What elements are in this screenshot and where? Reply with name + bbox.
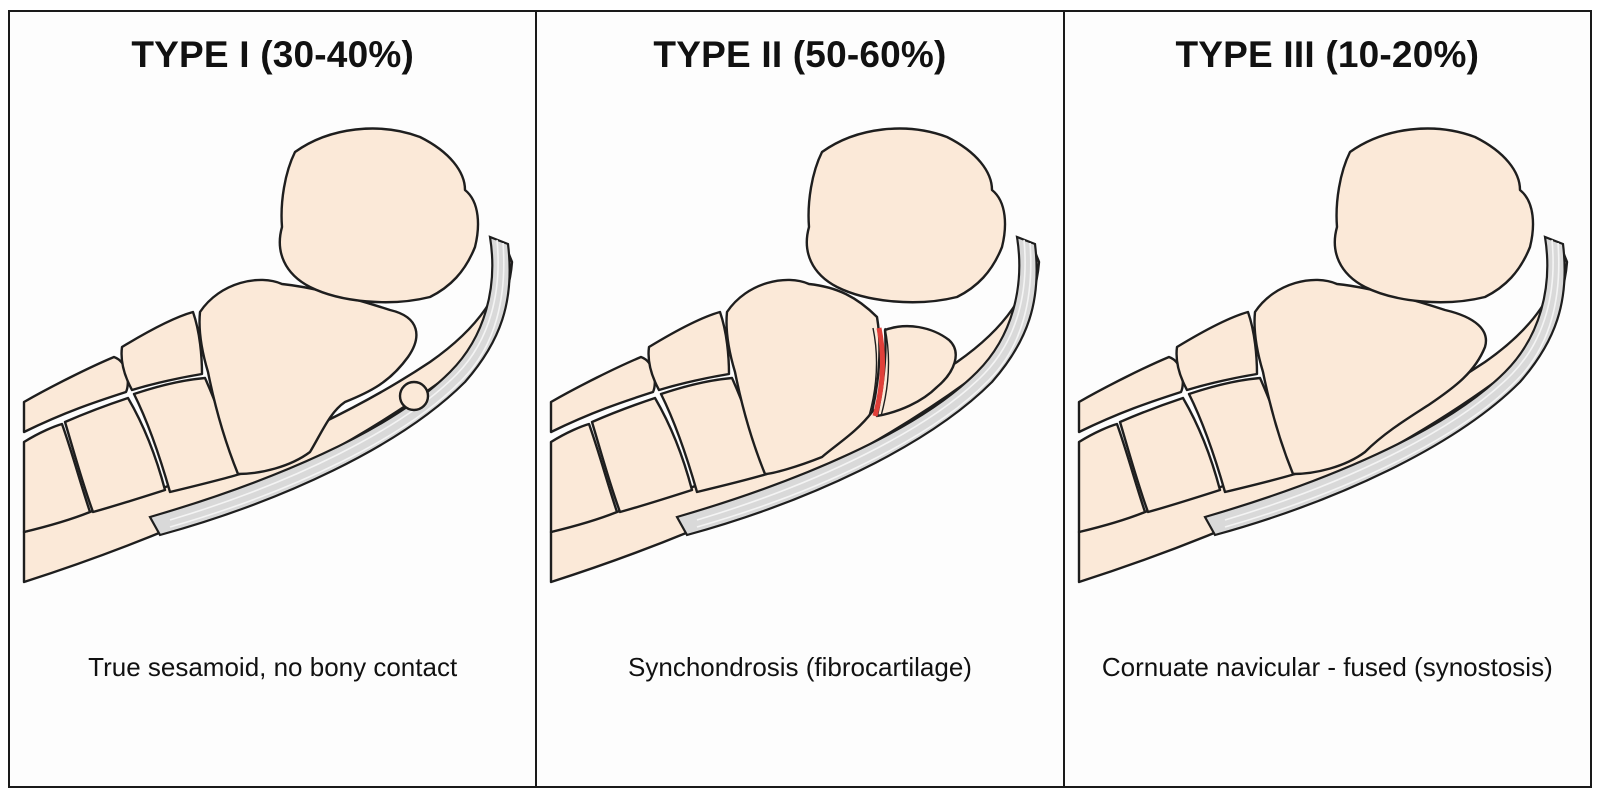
talus-bone xyxy=(805,127,1007,304)
figure-frame: TYPE I (30-40%) True sesamoid, no bony c… xyxy=(8,10,1592,788)
panel-type-3: TYPE III (10-20%) Cornuate navicular - f… xyxy=(1065,12,1590,786)
panel-title: TYPE I (30-40%) xyxy=(131,34,414,75)
cuneiform-bone-1 xyxy=(22,422,92,534)
cornuate-navicular-bone xyxy=(1252,278,1487,476)
tibialis-posterior-tendon xyxy=(675,235,1039,537)
panel-title: TYPE III (10-20%) xyxy=(1175,34,1480,75)
foot-diagram-type-3 xyxy=(1077,127,1568,584)
panel-caption: Cornuate navicular - fused (synostosis) xyxy=(1101,652,1553,682)
talus-bone xyxy=(1333,127,1534,304)
tibialis-posterior-tendon xyxy=(1203,235,1566,537)
tibialis-posterior-tendon xyxy=(148,235,511,537)
talus-bone xyxy=(278,127,480,304)
cuneiform-bone-2 xyxy=(591,396,694,514)
navicular-bone xyxy=(198,278,418,476)
cuneiform-bone-3 xyxy=(120,310,204,392)
foot-diagram-type-2 xyxy=(550,127,1041,584)
cuneiform-bone-2 xyxy=(63,396,167,514)
panel-type-2: TYPE II (50-60%) Synchondrosis (fibrocar… xyxy=(537,12,1065,786)
cuneiform-bone-3 xyxy=(1175,310,1258,392)
panel-caption: Synchondrosis (fibrocartilage) xyxy=(628,652,972,682)
cuneiform-bone-3 xyxy=(647,310,731,392)
panel-type-1: TYPE I (30-40%) True sesamoid, no bony c… xyxy=(10,12,538,786)
foot-diagram-type-1 xyxy=(22,127,514,584)
synchondrosis-line xyxy=(872,327,886,417)
cuneiform-bone-1 xyxy=(1077,422,1146,534)
cuneiform-bone-2 xyxy=(1118,396,1221,514)
panel-title: TYPE II (50-60%) xyxy=(653,34,947,75)
navicular-bone xyxy=(725,278,881,476)
cuneiform-bone-1 xyxy=(550,422,619,534)
panel-caption: True sesamoid, no bony contact xyxy=(88,652,458,682)
accessory-navicular-ossicle xyxy=(398,380,430,412)
